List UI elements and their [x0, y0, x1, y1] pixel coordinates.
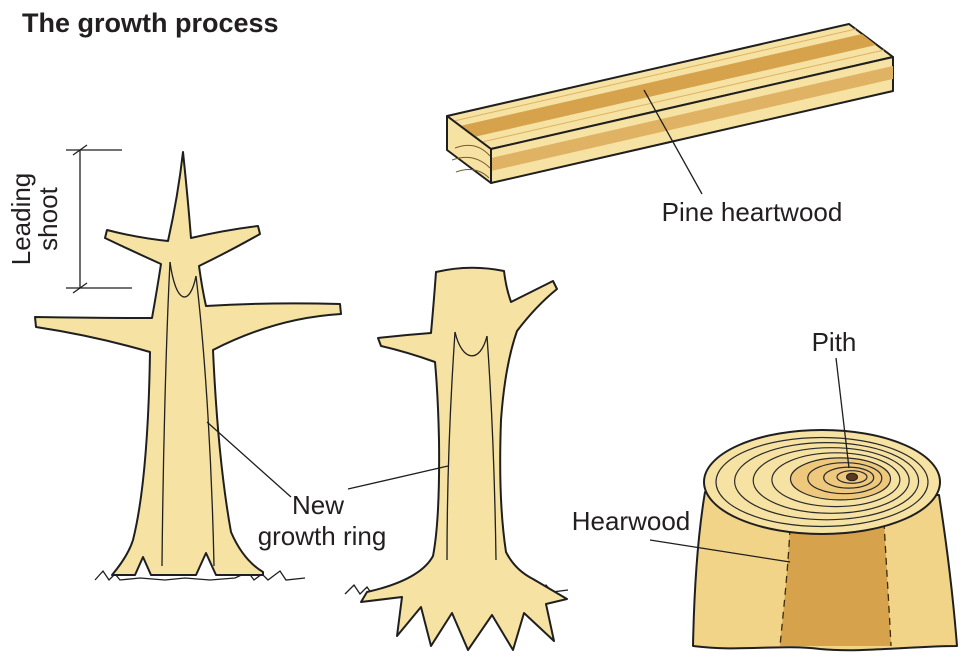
pine-plank-figure: Pine heartwood — [446, 23, 894, 227]
new-growth-ring-leader-right — [347, 465, 449, 490]
young-tree-inner-ring-left — [161, 261, 171, 567]
plank-heartwood-stripe — [460, 34, 876, 137]
young-tree-inner-ring-crotch — [169, 261, 197, 298]
leading-shoot-dimension: Leading shoot — [6, 144, 132, 294]
growth-ring-3 — [752, 447, 910, 514]
trunk-tree-inner-ring-left — [446, 331, 456, 561]
diagram-title: The growth process — [22, 8, 279, 38]
stump-heartwood-dashed-right — [883, 521, 892, 647]
young-tree-figure — [34, 151, 342, 576]
leading-shoot-label-line2: shoot — [33, 186, 63, 250]
plank-end-grain-arc-1 — [454, 144, 491, 157]
stump-figure: Pith Hearwood — [572, 327, 958, 652]
growth-ring-1 — [715, 436, 929, 528]
trunk-tree-figure — [360, 266, 568, 651]
growth-ring-2 — [733, 442, 920, 521]
growth-ring-4 — [771, 452, 901, 508]
plank-grain-line-2 — [481, 49, 885, 143]
dimension-bottom-tick — [72, 282, 88, 294]
trunk-tree-outline — [360, 266, 568, 651]
new-growth-ring-leader-left — [206, 421, 292, 498]
plank-end-grain-arc-2 — [451, 156, 491, 169]
pith-dot — [846, 472, 858, 482]
new-growth-ring-label-line1: New — [292, 490, 344, 520]
trunk-tree-inner-ring-crotch — [454, 331, 488, 357]
stump-heartwood-dashed-left — [779, 527, 791, 647]
pine-heartwood-label: Pine heartwood — [662, 197, 843, 227]
pith-leader-line — [835, 357, 850, 469]
heartwood-leader-line — [649, 539, 791, 563]
plank-front-heartwood-band — [491, 66, 893, 171]
growth-ring-5 — [789, 457, 892, 501]
growth-ring-8 — [836, 470, 868, 484]
plank-end-grain-arc-3 — [455, 169, 490, 179]
dimension-top-tick — [72, 144, 88, 156]
heartwood-label: Hearwood — [572, 506, 691, 536]
plank-grain-line-1 — [453, 28, 857, 122]
young-tree-outline — [34, 151, 342, 576]
plank-end-face — [446, 115, 492, 184]
growth-ring-6 — [807, 462, 883, 495]
new-growth-ring-label-line2: growth ring — [258, 521, 387, 551]
new-growth-ring-callout: New growth ring — [206, 421, 449, 551]
stump-heartwood-band — [780, 518, 891, 646]
young-tree-inner-ring-right — [195, 275, 215, 567]
pith-label: Pith — [812, 327, 857, 357]
leading-shoot-label-line1: Leading — [6, 173, 36, 266]
trunk-tree-inner-ring-right — [486, 335, 497, 561]
pine-heartwood-leader-line — [643, 89, 703, 195]
